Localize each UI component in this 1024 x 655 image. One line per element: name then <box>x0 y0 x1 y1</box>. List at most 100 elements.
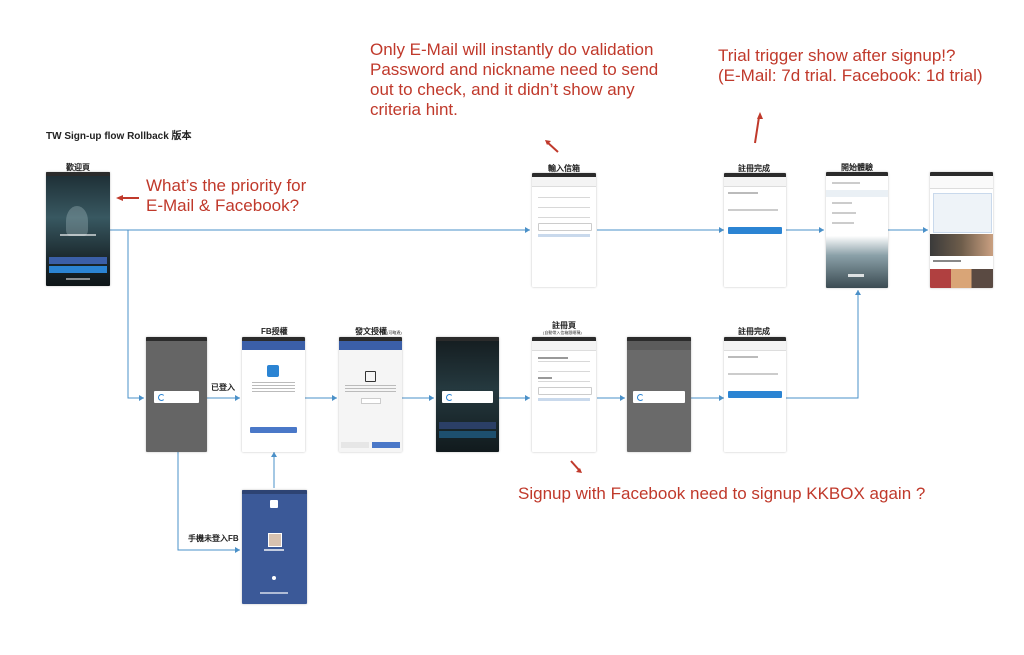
fb-toolbar <box>339 341 402 350</box>
screen-signup-page <box>532 337 596 452</box>
continue-button[interactable] <box>250 427 297 433</box>
annotation-arrowhead <box>757 112 763 119</box>
email-value <box>538 357 568 359</box>
fb-footer-text <box>260 592 288 594</box>
account-name <box>264 549 284 551</box>
label-fb-auth: FB授權 <box>261 327 288 336</box>
note-fb-signup: Signup with Facebook need to signup KKBO… <box>518 484 926 503</box>
status-bar <box>532 173 596 177</box>
message-text <box>728 209 778 211</box>
status-bar <box>436 337 499 341</box>
status-bar <box>339 337 402 341</box>
ok-button[interactable] <box>372 442 400 448</box>
screen-fb-app-login <box>242 490 307 604</box>
nickname-field[interactable] <box>538 381 590 382</box>
note-priority: What’s the priority for E-Mail & Faceboo… <box>146 176 307 215</box>
screen-signup-done-top <box>724 173 786 287</box>
start-button[interactable] <box>728 227 782 234</box>
arrowhead <box>525 395 530 401</box>
toolbar <box>724 177 786 187</box>
connector-branch-down <box>127 230 144 399</box>
start-button[interactable] <box>728 391 782 398</box>
menu-item[interactable] <box>832 222 854 224</box>
label-welcome: 歡迎頁 <box>66 163 90 172</box>
arrowhead <box>429 395 434 401</box>
password-field[interactable] <box>538 207 590 208</box>
arrowhead <box>719 227 724 233</box>
email-login-button[interactable] <box>49 266 107 273</box>
status-bar <box>724 337 786 341</box>
arrowhead <box>235 547 240 553</box>
screen-login-loading <box>146 337 207 452</box>
loading-dialog <box>442 391 493 403</box>
email-login-button[interactable] <box>439 431 496 438</box>
arrowhead <box>620 395 625 401</box>
menu-item[interactable] <box>832 202 852 204</box>
screen-welcome-loading <box>436 337 499 452</box>
toolbar <box>532 341 596 351</box>
label-signup-page-note: (自動帶入信箱跟暱稱) <box>543 330 582 335</box>
status-bar <box>627 337 691 341</box>
arrowhead <box>332 395 337 401</box>
label-phone-no-fb: 手機未登入FB <box>188 534 239 543</box>
arrowhead <box>139 395 144 401</box>
avatar[interactable] <box>268 533 282 547</box>
status-bar <box>46 172 110 176</box>
password-field[interactable] <box>538 371 590 372</box>
menu-item[interactable] <box>832 182 860 184</box>
label-signup-done-bottom: 註冊完成 <box>738 327 770 336</box>
auth-text <box>252 382 295 394</box>
welcome-banner <box>60 234 96 236</box>
connector-done-up <box>786 290 859 399</box>
menu-item[interactable] <box>832 212 856 214</box>
status-bar <box>146 337 207 341</box>
toolbar <box>532 177 596 187</box>
label-email-input: 輸入信箱 <box>548 164 580 173</box>
arrowhead <box>855 290 861 295</box>
screen-fb-auth <box>242 337 305 452</box>
trial-dialog <box>933 193 992 233</box>
promo-image <box>930 234 993 256</box>
label-logged-in: 已登入 <box>211 383 235 392</box>
toolbar-dim <box>627 341 691 350</box>
label-start-trial: 開始體驗 <box>841 163 873 172</box>
login-link[interactable] <box>66 278 90 280</box>
skip-button[interactable] <box>341 442 369 448</box>
facebook-login-button[interactable] <box>439 422 496 429</box>
register-button[interactable] <box>538 223 592 231</box>
nickname-value <box>538 377 552 379</box>
crowd-silhouette <box>66 206 88 236</box>
post-auth-text <box>345 385 396 393</box>
email-field[interactable] <box>538 361 590 362</box>
spinner-icon <box>446 394 453 401</box>
status-bar <box>242 337 305 341</box>
loading-dialog <box>633 391 685 403</box>
label-post-auth-note: (可略過) <box>387 330 402 335</box>
arrowhead <box>271 452 277 457</box>
menu-item-active[interactable] <box>826 190 888 197</box>
annotation-arrow-email <box>546 141 559 153</box>
status-bar <box>724 173 786 177</box>
fb-toolbar <box>242 341 305 350</box>
nickname-field[interactable] <box>538 217 590 218</box>
email-field[interactable] <box>538 197 590 198</box>
annotation-arrowhead <box>116 195 123 201</box>
facebook-login-button[interactable] <box>49 257 107 264</box>
settings-icon[interactable] <box>272 576 276 580</box>
status-bar <box>930 172 993 176</box>
section-title <box>933 260 961 262</box>
register-button[interactable] <box>538 387 592 395</box>
terms-text <box>538 398 590 401</box>
status-bar <box>826 172 888 176</box>
arrowhead <box>235 395 240 401</box>
kkbox-logo <box>848 274 864 277</box>
audience-select[interactable] <box>361 398 381 404</box>
message-text <box>728 373 778 375</box>
arrowhead <box>525 227 530 233</box>
email-text <box>728 356 758 358</box>
label-post-auth-main: 發文授權 <box>355 327 387 336</box>
arrowhead <box>719 395 724 401</box>
arrowhead <box>819 227 824 233</box>
screen-welcome <box>46 172 110 286</box>
